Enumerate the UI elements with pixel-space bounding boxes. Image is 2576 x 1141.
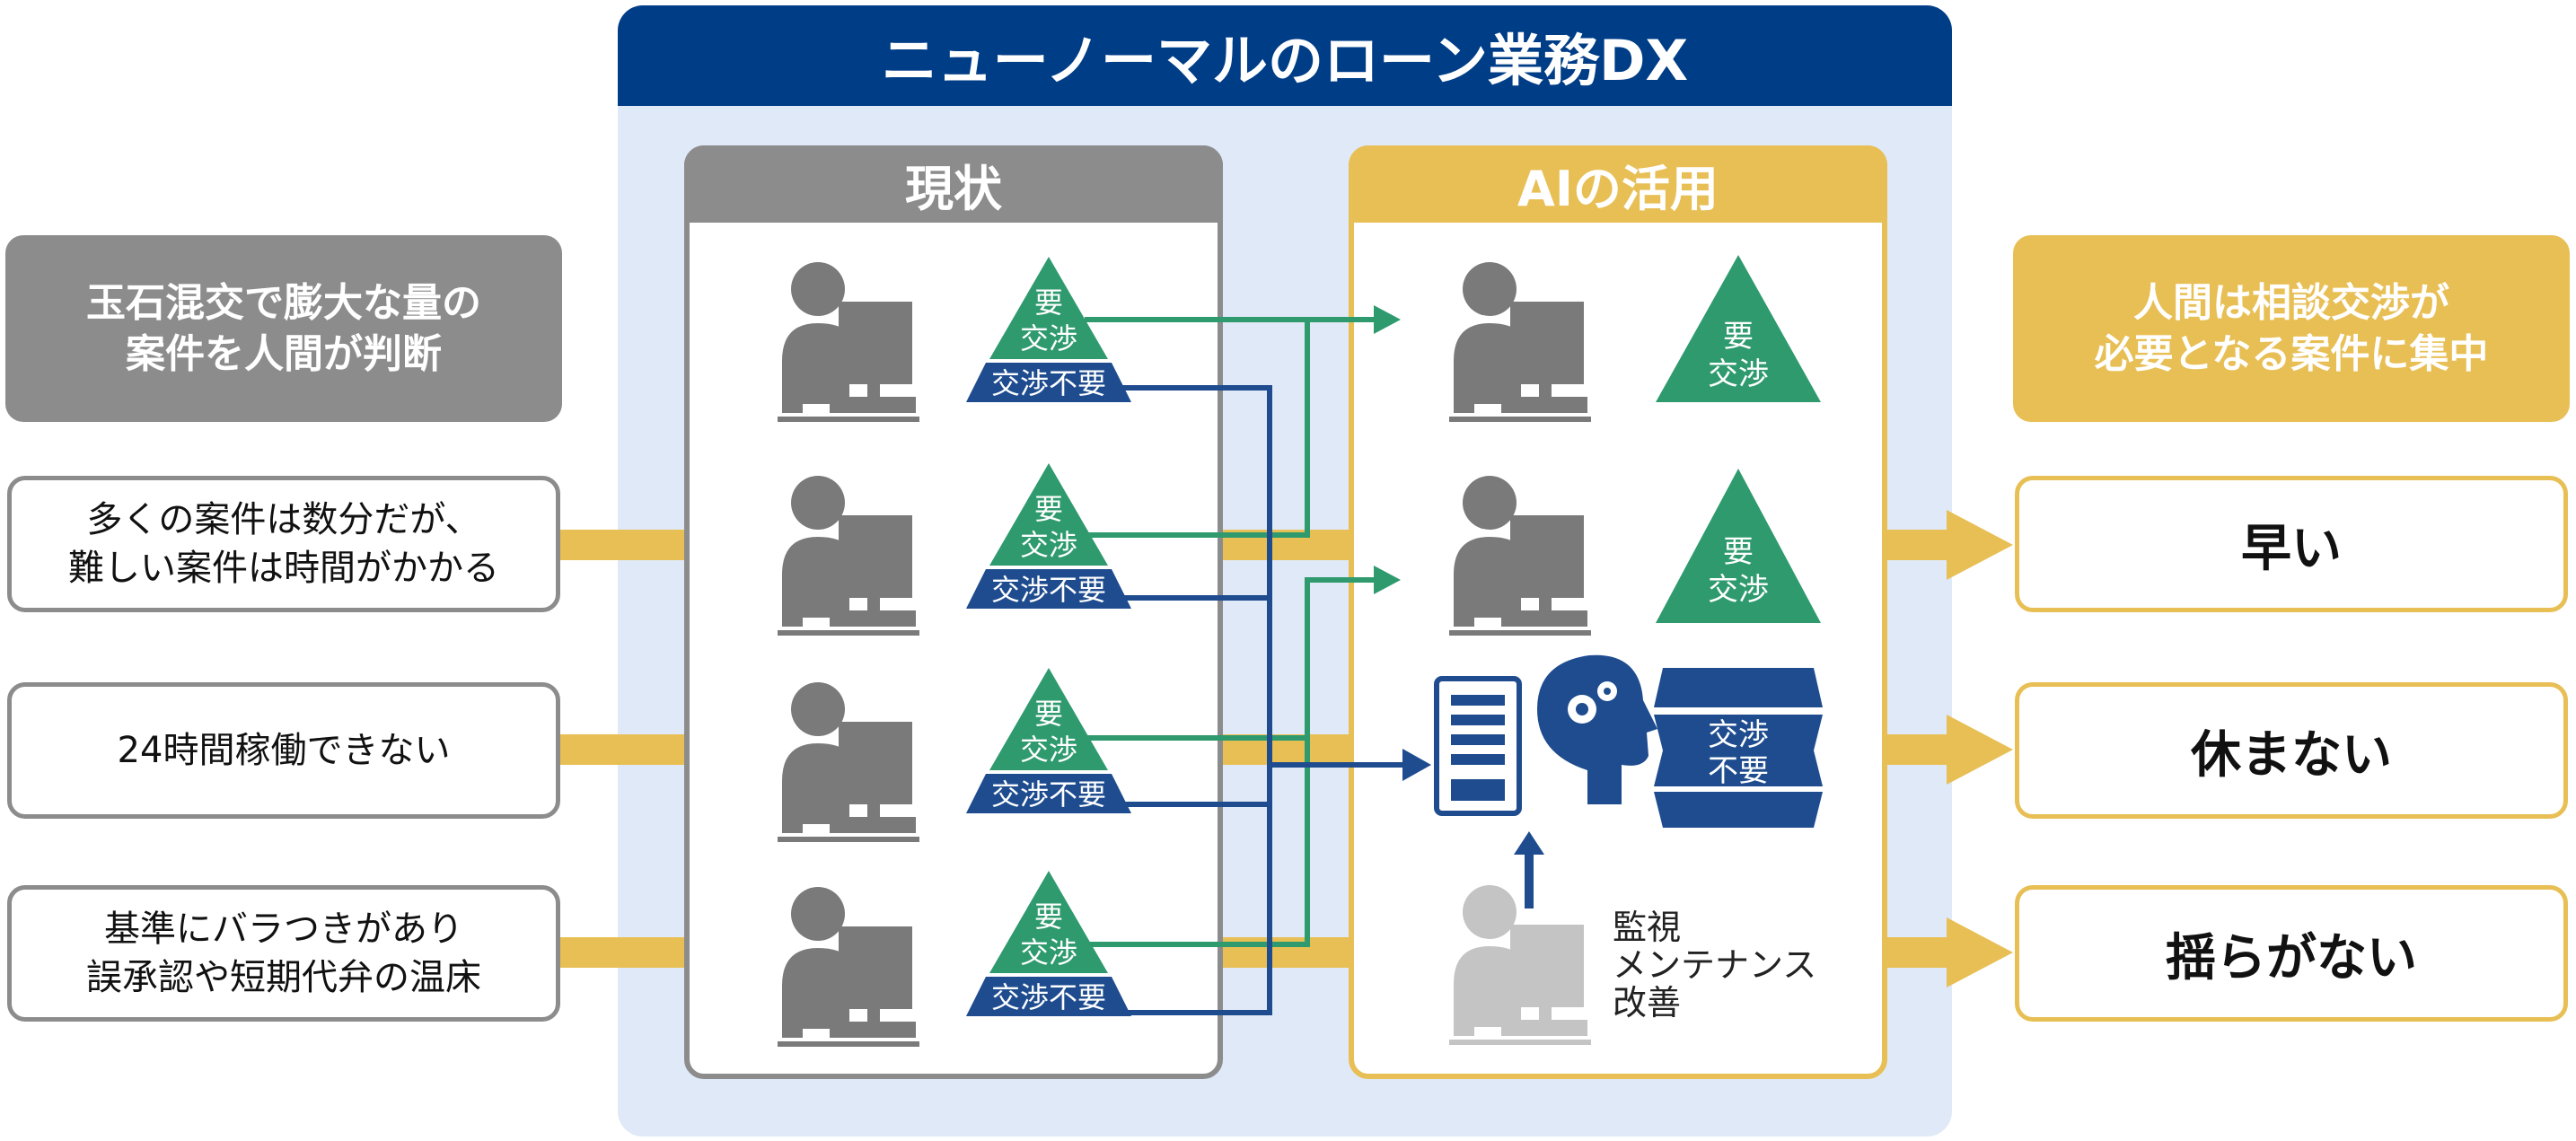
issue-box-consistency: 基準にバラつきがあり 誤承認や短期代弁の温床 bbox=[7, 885, 560, 1022]
pyramid-label: 要 bbox=[1034, 697, 1063, 731]
connector-bar-left-1 bbox=[560, 530, 686, 560]
pyramid-label: 要 bbox=[1034, 492, 1063, 526]
ai-negotiate-pyramid-1: 要 交渉 bbox=[1656, 255, 1821, 402]
blue-route-lines bbox=[1083, 385, 1406, 1015]
pyramid-label: 交渉 bbox=[1020, 935, 1077, 970]
arrow-right-gold bbox=[1947, 917, 2013, 987]
issue-text: 誤承認や短期代弁の温床 bbox=[86, 957, 481, 998]
negotiate-triangle bbox=[989, 871, 1108, 973]
arrow-right-gold bbox=[1947, 715, 2013, 785]
arrow-head-blue bbox=[1402, 749, 1431, 781]
right-summary: 人間は相談交渉が 必要となる案件に集中 bbox=[2013, 235, 2570, 422]
ai-negotiate-pyramid-2: 要 交渉 bbox=[1656, 469, 1821, 623]
ai-column-header: AIの活用 bbox=[1349, 145, 1887, 223]
person-icon bbox=[1449, 476, 1591, 636]
no-negotiate-band bbox=[966, 977, 1131, 1016]
no-negotiate-band bbox=[966, 363, 1131, 402]
negotiate-triangle bbox=[989, 463, 1108, 566]
arrow-right-gold bbox=[1947, 510, 2013, 580]
negotiate-triangle bbox=[989, 668, 1108, 770]
pyramid-label: 交渉 bbox=[1020, 321, 1077, 355]
stack-label: 交渉 bbox=[1708, 717, 1769, 753]
pyramid-label: 交渉 bbox=[1020, 733, 1077, 767]
person-icon bbox=[778, 887, 919, 1047]
person-icon bbox=[778, 682, 919, 842]
negotiate-triangle bbox=[989, 257, 1108, 359]
arrow-head-green bbox=[1374, 566, 1401, 594]
issue-text: 24時間稼働できない bbox=[117, 730, 451, 771]
pyramid-label: 要 bbox=[1034, 900, 1063, 934]
green-route-lines bbox=[1085, 317, 1376, 947]
no-negotiate-band bbox=[966, 774, 1131, 813]
pyramid-label: 要 bbox=[1723, 319, 1754, 355]
pyramid-label: 交渉 bbox=[1708, 572, 1769, 608]
server-icon bbox=[1434, 676, 1522, 816]
stack-label: 不要 bbox=[1708, 753, 1769, 789]
connector-bar-left-3 bbox=[560, 937, 686, 968]
connector-bar-left-2 bbox=[560, 734, 686, 765]
ai-no-negotiate-stack bbox=[1654, 668, 1823, 828]
benefit-box-fast: 早い bbox=[2015, 476, 2568, 612]
left-summary-line2: 案件を人間が判断 bbox=[126, 331, 442, 377]
ai-brain-icon bbox=[1537, 654, 1657, 804]
left-summary-line1: 玉石混交で膨大な量の bbox=[86, 279, 481, 326]
benefit-box-no-rest: 休まない bbox=[2015, 682, 2568, 819]
right-summary-line1: 人間は相談交渉が bbox=[2133, 279, 2449, 326]
diagram-title: ニューノーマルのローン業務DX bbox=[618, 5, 1952, 106]
issue-box-speed: 多くの案件は数分だが、 難しい案件は時間がかかる bbox=[7, 476, 560, 612]
issue-text: 難しい案件は時間がかかる bbox=[68, 548, 499, 589]
right-summary-line2: 必要となる案件に集中 bbox=[2094, 331, 2489, 377]
current-column-header: 現状 bbox=[684, 145, 1223, 223]
person-icon bbox=[778, 262, 919, 422]
pyramid-label: 要 bbox=[1723, 534, 1754, 570]
person-icon bbox=[1449, 262, 1591, 422]
monitor-arrow bbox=[1514, 831, 1544, 908]
pyramid-label: 交渉 bbox=[1708, 356, 1769, 392]
current-column: 現状 bbox=[684, 145, 1223, 1079]
pyramid-label: 交渉 bbox=[1020, 528, 1077, 562]
arrow-head-green bbox=[1374, 305, 1401, 334]
issue-text: 多くの案件は数分だが、 bbox=[86, 499, 481, 540]
left-summary: 玉石混交で膨大な量の 案件を人間が判断 bbox=[5, 235, 562, 422]
issue-text: 基準にバラつきがあり bbox=[104, 908, 463, 950]
no-negotiate-band bbox=[966, 569, 1131, 609]
pyramid-label: 交渉不要 bbox=[991, 573, 1106, 607]
pyramid-label: 交渉不要 bbox=[991, 366, 1106, 400]
person-monitor-icon bbox=[1449, 885, 1591, 1045]
benefit-box-stable: 揺らがない bbox=[2015, 885, 2568, 1022]
person-icon bbox=[778, 476, 919, 636]
pyramid-label: 交渉不要 bbox=[991, 777, 1106, 812]
monitor-label: メンテナンス bbox=[1613, 945, 1816, 985]
monitor-label: 監視 bbox=[1613, 908, 1681, 947]
issue-box-availability: 24時間稼働できない bbox=[7, 682, 560, 819]
pyramid-label: 交渉不要 bbox=[991, 980, 1106, 1014]
pyramid-label: 要 bbox=[1034, 285, 1063, 320]
monitor-label: 改善 bbox=[1613, 983, 1681, 1023]
